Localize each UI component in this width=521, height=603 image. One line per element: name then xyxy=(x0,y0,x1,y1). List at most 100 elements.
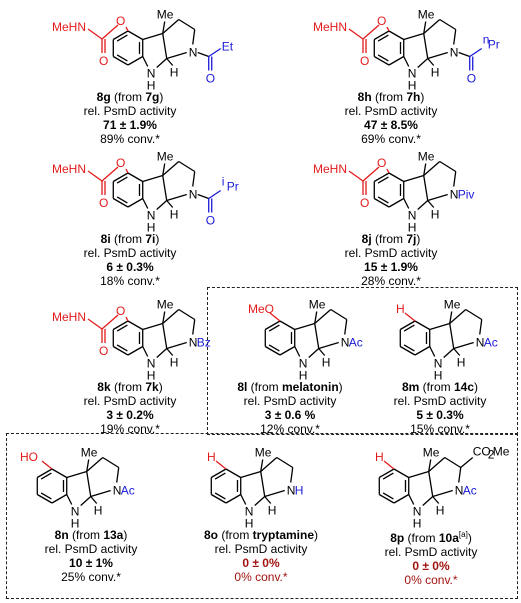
bond xyxy=(162,323,168,349)
compound-id: 8o xyxy=(203,528,218,542)
aryl-o-bond xyxy=(386,168,390,174)
bond xyxy=(453,29,457,45)
compound-id: 8m xyxy=(401,380,420,394)
aromatic-bond xyxy=(40,492,52,500)
source-compound: 14c xyxy=(453,380,475,394)
n-substituent-label: Bz xyxy=(197,336,211,350)
o-c-bond xyxy=(101,314,119,330)
methyl-label: Me xyxy=(157,150,174,164)
ester-oxygen: O xyxy=(116,304,125,318)
bond xyxy=(479,319,483,335)
paren-close: ) xyxy=(159,90,164,104)
bond xyxy=(439,160,457,173)
hash-bond xyxy=(166,200,174,208)
indoline-nitrogen: N xyxy=(147,357,156,371)
conversion-value: 28% conv.* xyxy=(361,274,421,288)
carbamate-oxygen: O xyxy=(360,54,369,68)
benzene-bond xyxy=(127,345,144,356)
indoline-nitrogen: N xyxy=(147,209,156,223)
bond xyxy=(444,456,462,469)
methyl-label: Me xyxy=(309,298,326,312)
paren-close: ) xyxy=(474,380,479,394)
conversion-value: 12% conv.* xyxy=(260,422,320,436)
conversion-value: 89% conv.* xyxy=(100,132,160,146)
bond xyxy=(162,309,180,324)
bond xyxy=(429,322,450,331)
benzene-bond xyxy=(388,30,405,41)
benzene-bond xyxy=(373,30,390,41)
activity-value: 0 ± 0% xyxy=(242,556,280,570)
activity-label: rel. PsmD activity xyxy=(214,542,308,556)
paren-close: ) xyxy=(123,528,128,542)
carbamate-n-bond xyxy=(87,28,103,40)
benzene-bond xyxy=(112,30,129,41)
carbamate-oxygen: O xyxy=(99,344,108,358)
from-text: (from xyxy=(371,90,407,104)
methyl-wedge-bond xyxy=(428,459,432,472)
indoline-nh-hydrogen: H xyxy=(299,369,308,381)
methyl-wedge-bond xyxy=(162,311,166,324)
bond xyxy=(156,200,168,210)
aromatic-bond xyxy=(116,196,128,204)
rgroup-label: Pr xyxy=(488,38,500,52)
carbamate-n-bond xyxy=(348,170,364,182)
bond xyxy=(192,319,196,335)
bond xyxy=(294,322,315,331)
compound-id-line: 8l (from melatonin) xyxy=(210,380,370,394)
hash-bond xyxy=(264,496,272,504)
compound-id-line: 8j (from 7j) xyxy=(261,232,521,246)
bond xyxy=(290,467,294,483)
source-compound: 7i xyxy=(145,232,156,246)
compound-id-line: 8m (from 14c) xyxy=(365,380,515,394)
carbamate-n-bond xyxy=(87,318,103,330)
bond xyxy=(314,309,332,324)
hash-bond xyxy=(427,58,435,66)
bond xyxy=(449,323,455,349)
pyrrolidine-nitrogen: N xyxy=(341,336,350,350)
benzene-bond xyxy=(36,468,53,479)
indoline-nh-hydrogen: H xyxy=(147,79,156,91)
activity-label: rel. PsmD activity xyxy=(83,104,177,118)
pyrrolidine-nitrogen: N xyxy=(450,46,459,60)
aryl-substituent-label: H xyxy=(207,450,216,464)
indoline-nitrogen: N xyxy=(408,209,417,223)
bond xyxy=(166,193,187,202)
bond xyxy=(116,467,120,483)
indoline-nh-hydrogen: H xyxy=(413,517,422,529)
indoline-nitrogen: N xyxy=(245,505,254,519)
ring-fusion-hydrogen: H xyxy=(436,504,445,518)
benzene-bond xyxy=(414,345,431,356)
aromatic-bond xyxy=(116,176,128,184)
aromatic-bond xyxy=(377,34,389,42)
from-text: (from xyxy=(371,232,407,246)
bond xyxy=(408,470,429,479)
methyl-wedge-bond xyxy=(423,163,427,176)
bond xyxy=(449,309,467,324)
aromatic-bond xyxy=(403,344,415,352)
ring-fusion-hydrogen: H xyxy=(94,504,103,518)
hash-bond xyxy=(318,348,326,356)
compound-id: 8h xyxy=(357,90,372,104)
indoline-nitrogen: N xyxy=(434,357,443,371)
carbamate-n-bond xyxy=(87,170,103,182)
aromatic-bond xyxy=(377,196,389,204)
n-substituent-label: Ac xyxy=(463,484,477,498)
hash-bond xyxy=(453,348,461,356)
ring-fusion-hydrogen: H xyxy=(170,356,179,370)
conversion-value: 18% conv.* xyxy=(100,274,160,288)
activity-label: rel. PsmD activity xyxy=(44,542,138,556)
source-compound: 10a xyxy=(438,531,459,545)
source-compound: melatonin xyxy=(282,380,339,394)
benzene-bond xyxy=(127,55,144,66)
bond xyxy=(443,348,455,358)
o-c-bond xyxy=(362,24,380,40)
methyl-label: Me xyxy=(423,446,440,460)
